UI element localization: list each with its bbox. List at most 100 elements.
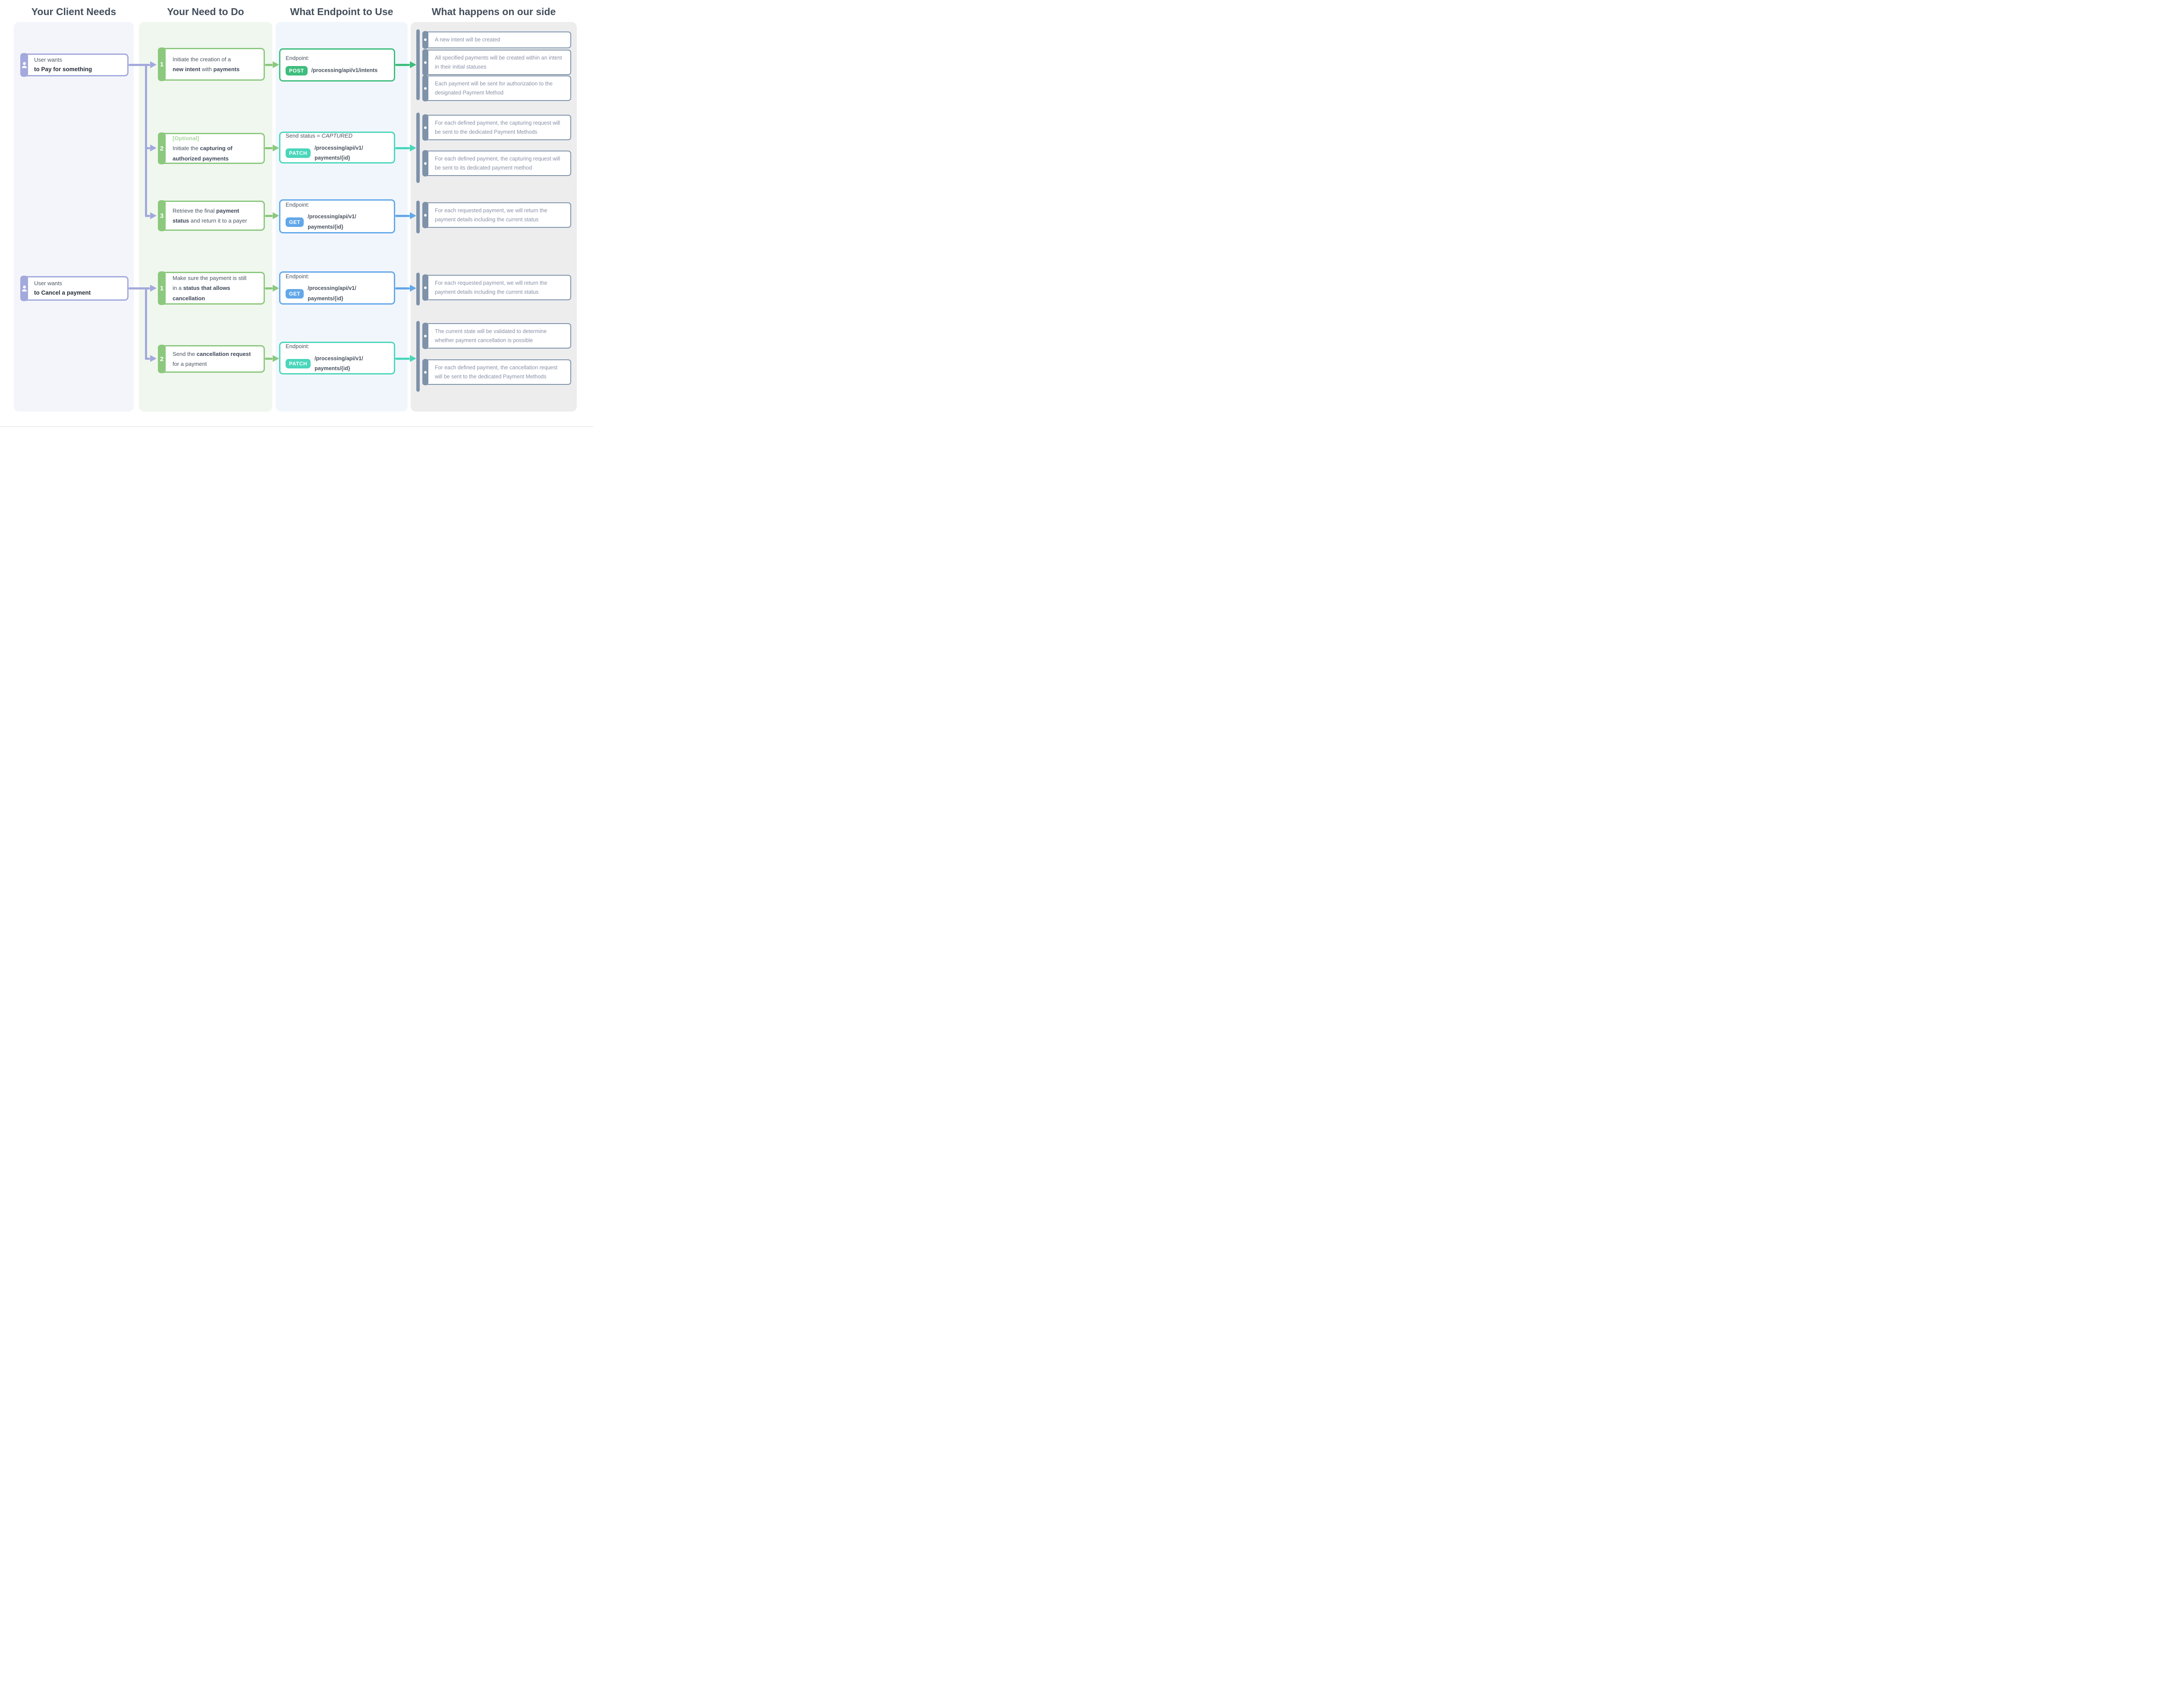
endpoint-post-intents: Endpoint: POST /processing/api/v1/intent… <box>279 48 395 82</box>
http-method-badge: GET <box>286 217 304 227</box>
bullet-icon <box>422 323 428 349</box>
bullet-icon <box>422 114 428 141</box>
endpoint-path: /processing/api/v1/payments/{id} <box>308 214 356 230</box>
outcome-payments-created: All specified payments will be created w… <box>422 49 571 76</box>
outcome-capture-its-method: For each defined payment, the capturing … <box>422 150 571 177</box>
outcome-validate-state: The current state will be validated to d… <box>422 323 571 349</box>
step-number-badge: 1 <box>158 271 166 305</box>
connector-endpoint4-to-outcomes <box>395 287 410 289</box>
outcome-group-bar <box>416 29 420 100</box>
arrowhead-client1-to-step2 <box>150 145 157 151</box>
endpoint-label: Endpoint: <box>286 55 309 62</box>
client-need-pay: User wants to Pay for something <box>20 53 129 77</box>
http-method-badge: GET <box>286 289 304 299</box>
arrowhead-step3-to-endpoint3 <box>273 212 279 219</box>
endpoint-patch-capture: Send status = CAPTURED PATCH /processing… <box>279 132 395 164</box>
user-icon <box>20 53 28 77</box>
outcome-group-bar <box>416 273 420 305</box>
arrowhead-client1-to-step3 <box>150 212 157 219</box>
connector-endpoint1-to-outcomes <box>395 63 410 66</box>
http-method-badge: PATCH <box>286 148 311 158</box>
http-method-badge: PATCH <box>286 359 311 369</box>
bullet-icon <box>422 202 428 229</box>
connector-step4-to-endpoint4 <box>265 287 273 289</box>
connector-client2-to-step1 <box>129 287 150 289</box>
http-method-badge: POST <box>286 66 308 75</box>
connector-step3-to-endpoint3 <box>265 214 273 217</box>
connector-client1-to-step2 <box>145 147 150 149</box>
endpoint-path: /processing/api/v1/payments/{id} <box>314 145 363 161</box>
connector-client1-to-step1 <box>129 63 150 66</box>
column-header-our-side: What happens on our side <box>431 6 556 17</box>
outcome-intent-created: A new intent will be created <box>422 31 571 49</box>
outcome-group-bar <box>416 113 420 183</box>
arrowhead-step4-to-endpoint4 <box>273 285 279 292</box>
endpoint-path: /processing/api/v1/payments/{id} <box>314 355 363 372</box>
bullet-icon <box>422 359 428 386</box>
client-need-line2: to Cancel a payment <box>34 289 91 296</box>
arrowhead-endpoint4-to-outcomes <box>410 285 416 292</box>
connector-client2-to-step2 <box>145 357 150 360</box>
column-band-client-needs <box>14 22 134 412</box>
arrowhead-endpoint5-to-outcomes <box>410 355 416 362</box>
arrowhead-client1-to-step1 <box>150 61 157 68</box>
endpoint-label: Endpoint: <box>286 273 309 280</box>
outcome-return-details: For each requested payment, we will retu… <box>422 202 571 229</box>
arrowhead-step2-to-endpoint2 <box>273 145 279 151</box>
outcome-sent-authorization: Each payment will be sent for authorizat… <box>422 75 571 102</box>
outcome-group-bar <box>416 201 420 233</box>
endpoint-path: /processing/api/v1/payments/{id} <box>308 285 356 302</box>
connector-endpoint2-to-outcomes <box>395 147 410 149</box>
bullet-icon <box>422 274 428 301</box>
connector-step2-to-endpoint2 <box>265 147 273 149</box>
outcome-group-bar <box>416 321 420 392</box>
endpoint-get-payment: Endpoint: GET /processing/api/v1/payment… <box>279 199 395 233</box>
client-need-line1: User wants <box>34 56 63 63</box>
bullet-icon <box>422 75 428 102</box>
bullet-icon <box>422 150 428 177</box>
bullet-icon <box>422 49 428 76</box>
bullet-icon <box>422 31 428 49</box>
arrowhead-step5-to-endpoint5 <box>273 355 279 362</box>
connector-client2-trunk <box>145 288 147 360</box>
column-header-endpoint: What Endpoint to Use <box>290 6 393 17</box>
arrowhead-step1-to-endpoint1 <box>273 61 279 68</box>
user-icon <box>20 276 28 301</box>
arrowhead-endpoint1-to-outcomes <box>410 61 416 68</box>
client-need-cancel: User wants to Cancel a payment <box>20 276 129 301</box>
client-need-line1: User wants <box>34 280 63 286</box>
connector-endpoint5-to-outcomes <box>395 357 410 360</box>
outcome-return-details: For each requested payment, we will retu… <box>422 274 571 301</box>
column-header-need-to-do: Your Need to Do <box>167 6 244 17</box>
endpoint-patch-cancel: Endpoint: PATCH /processing/api/v1/payme… <box>279 342 395 374</box>
outcome-capture-dedicated: For each defined payment, the capturing … <box>422 114 571 141</box>
arrowhead-endpoint2-to-outcomes <box>410 145 416 151</box>
connector-client1-to-step3 <box>145 214 150 217</box>
bottom-divider <box>0 426 593 427</box>
step-number-badge: 2 <box>158 132 166 164</box>
endpoint-label: Endpoint: <box>286 343 309 349</box>
arrowhead-client2-to-step2 <box>150 355 157 362</box>
column-header-client-needs: Your Client Needs <box>31 6 116 17</box>
endpoint-path: /processing/api/v1/intents <box>311 67 378 73</box>
endpoint-label: Send status = CAPTURED <box>286 132 352 139</box>
connector-endpoint3-to-outcomes <box>395 214 410 217</box>
step-number-badge: 3 <box>158 200 166 231</box>
arrowhead-client2-to-step1 <box>150 285 157 292</box>
connector-client1-trunk <box>145 65 147 217</box>
arrowhead-endpoint3-to-outcomes <box>410 212 416 219</box>
client-need-line2: to Pay for something <box>34 66 92 73</box>
api-flow-diagram: Your Client Needs Your Need to Do What E… <box>0 0 593 427</box>
step-number-badge: 2 <box>158 345 166 373</box>
step-number-badge: 1 <box>158 47 166 81</box>
